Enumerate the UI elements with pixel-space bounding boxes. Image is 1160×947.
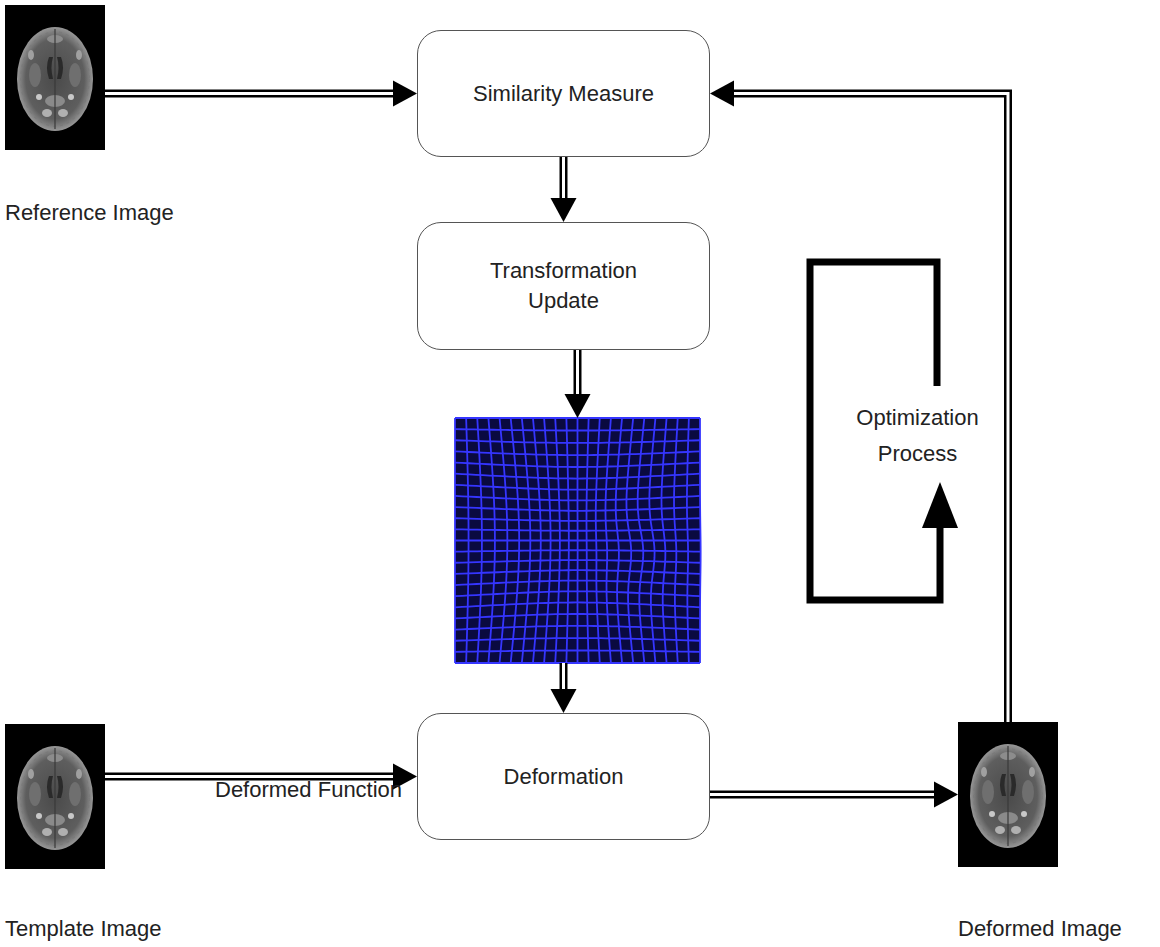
flow-arrow (551, 157, 577, 222)
grid-line (455, 626, 700, 630)
connector-inner (710, 793, 936, 796)
image-panel: Template Image (5, 724, 105, 869)
reference-brain (5, 5, 105, 150)
arrow-head (551, 689, 577, 713)
process-box: Similarity Measure (417, 30, 710, 157)
grid-ground (455, 418, 700, 663)
box-label: Deformation (504, 762, 624, 792)
arrow-head (393, 81, 417, 107)
flow-connector (560, 663, 568, 691)
deformation-grid (455, 418, 701, 663)
image-caption: Deformed Function (215, 777, 402, 803)
image-caption: Reference Image (5, 200, 174, 226)
image-panel: Reference Image (5, 5, 105, 150)
box-label: Transformation Update (474, 256, 654, 316)
grid-line (674, 418, 678, 663)
connector-inner (562, 157, 565, 200)
flow-arrow (551, 663, 577, 713)
arrow-head (565, 394, 591, 418)
bracket-line (810, 262, 940, 600)
flow-connector (105, 90, 395, 98)
grid-line (455, 550, 701, 551)
image-panel: Deformed Function (455, 418, 700, 663)
grid-line (649, 418, 655, 663)
flow-connector (574, 350, 582, 396)
grid-line (661, 418, 666, 663)
flow-connector (710, 791, 936, 799)
flow-arrow (565, 350, 591, 418)
flow-arrow (105, 81, 417, 107)
image-caption: Template Image (5, 916, 162, 942)
optimization-bracket (810, 262, 958, 600)
image-caption: Deformed Image (958, 916, 1122, 942)
grid-line (455, 560, 701, 563)
arrow-head (710, 81, 734, 107)
flow-connector (560, 157, 568, 200)
bracket-arrow-head (922, 482, 958, 528)
grid-line (687, 418, 689, 663)
arrow-head (551, 198, 577, 222)
box-label: Similarity Measure (473, 79, 654, 109)
grid-line (455, 638, 700, 641)
grid-line (699, 418, 701, 663)
flow-arrow (710, 81, 1008, 723)
connector-inner (562, 663, 565, 691)
process-label: Optimization Process (830, 400, 1005, 472)
grid-line (455, 650, 700, 651)
template-brain (5, 724, 105, 869)
connector-inner (105, 92, 395, 95)
arrow-head (934, 782, 958, 808)
image-panel: Deformed Image (958, 722, 1058, 867)
connector-inner (576, 350, 579, 396)
connector-inner (732, 94, 1008, 723)
deformed-brain (958, 722, 1058, 867)
flow-arrow (710, 782, 958, 808)
process-box: Transformation Update (417, 222, 710, 350)
flow-connector (732, 94, 1008, 723)
grid-line (455, 662, 700, 664)
process-box: Deformation (417, 713, 710, 840)
